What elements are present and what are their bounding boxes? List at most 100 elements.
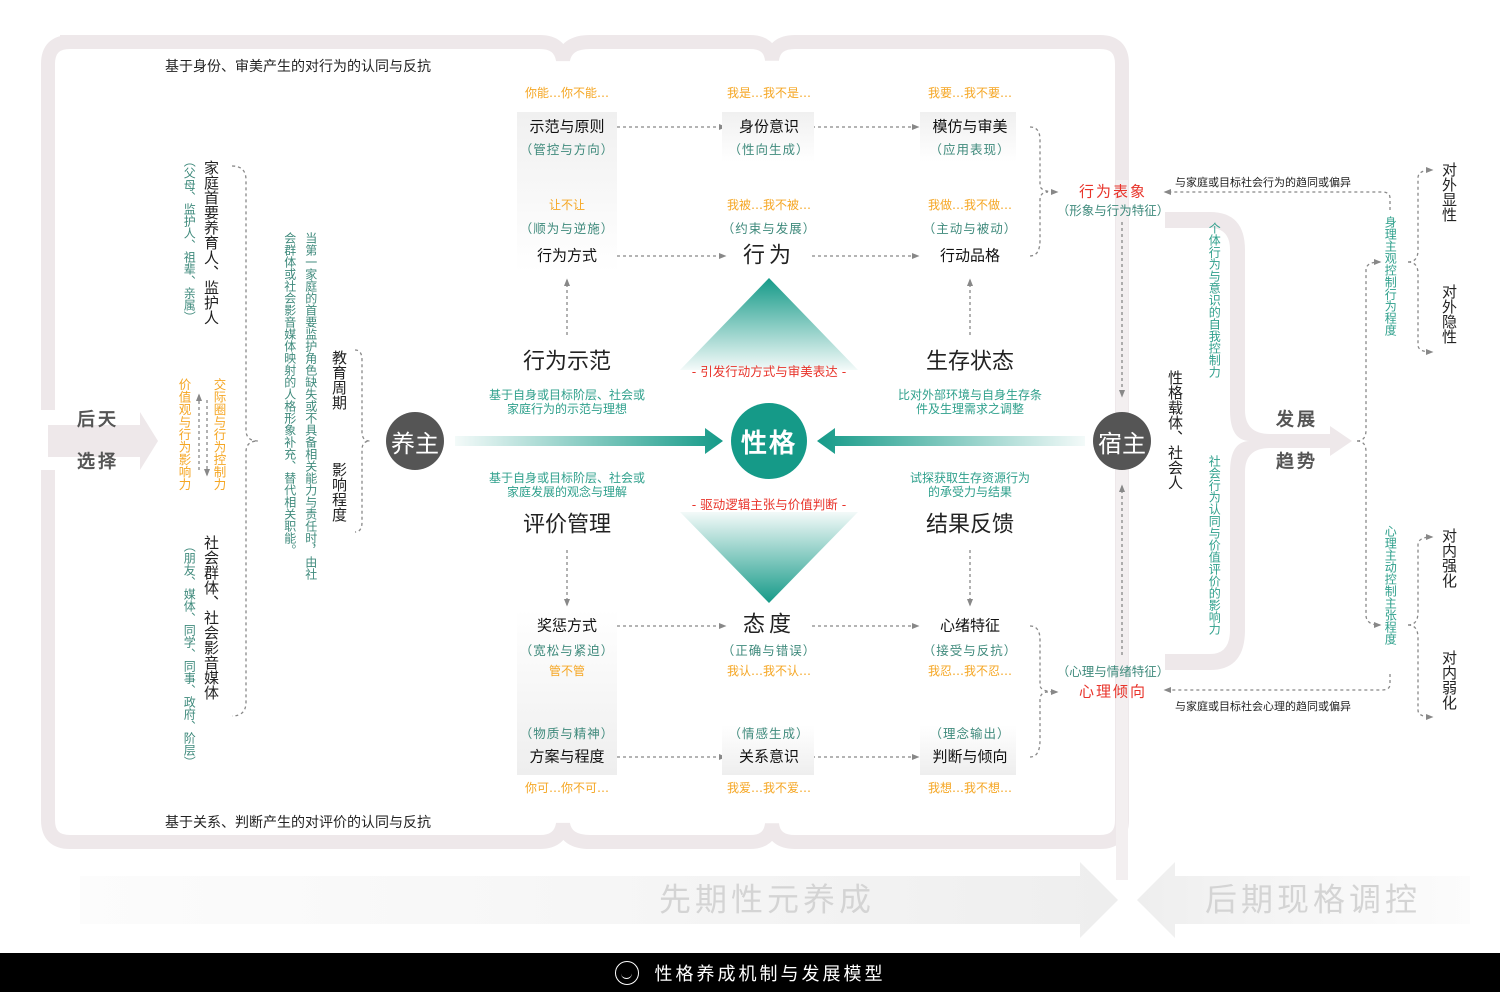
influence-degree: 影响程度 — [330, 462, 348, 522]
hint: 我忍…我不忍… — [927, 664, 1013, 679]
node-sub: （宽松与紧迫） — [519, 642, 615, 658]
node-title: 判断与倾向 — [932, 747, 1008, 766]
control-label: 交际圈与行为控制力 — [211, 378, 227, 491]
hint: 让不让 — [548, 198, 586, 213]
behavior-demo-desc: 基于自身或目标阶层、社会或家庭行为的示范与理想 — [489, 388, 646, 416]
education-cycle: 教育周期 — [330, 350, 348, 410]
psych-tendency-sub: （心理与情绪特征） — [1056, 663, 1170, 679]
node-sub: （性向生成） — [728, 141, 810, 157]
trend-label-2: 趋势 — [1276, 451, 1318, 473]
node-box-imitation — [920, 112, 1016, 162]
node-sub: （情感生成） — [728, 725, 810, 741]
hint: 我被…我不被… — [726, 198, 812, 213]
node-sub: （接受与反抗） — [922, 642, 1018, 658]
social-groups-sub: （朋友、媒体、同学、同事、政府、阶层） — [182, 540, 197, 768]
hint: 我认…我不认… — [726, 664, 812, 679]
outward-explicit: 对外显性 — [1440, 162, 1458, 222]
phase-late-arrow — [1137, 862, 1470, 938]
substitution-note-2: 会群体或社会影音媒体映射的人格形象补充、替代相关职能。 — [282, 232, 297, 556]
substitution-note-1: 当第一家庭的首要监护角色缺失或不具备相关能力与责任时，由社 — [303, 232, 318, 580]
phase-late-label: 后期现格调控 — [1204, 880, 1422, 919]
bottom-caption: 基于关系、判断产生的对评价的认同与反抗 — [165, 815, 431, 831]
behavior-appearance: 行为表象 — [1078, 182, 1148, 201]
inward-strengthen: 对内强化 — [1440, 528, 1458, 588]
host-vertical-bar — [1116, 180, 1128, 880]
node-title: 心绪特征 — [939, 616, 1001, 635]
behavior-feedback: 与家庭或目标社会行为的趋同或偏异 — [1175, 176, 1351, 189]
hint: 你能…你不能… — [524, 86, 610, 101]
node-sub: （应用表现） — [929, 141, 1011, 157]
attitude-title: 态度 — [742, 612, 796, 638]
entry-label-1: 后天 — [77, 409, 119, 431]
lower-red-note: - 驱动逻辑主张与价值判断 - — [691, 496, 847, 512]
outward-implicit: 对外隐性 — [1440, 284, 1458, 344]
upper-red-note: - 引发行动方式与审美表达 - — [691, 363, 847, 379]
node-sub: （顺为与逆施） — [519, 220, 615, 236]
behavior-demo: 行为示范 — [522, 349, 612, 375]
top-caption: 基于身份、审美产生的对行为的认同与反抗 — [165, 59, 431, 75]
family-guardian: 家庭首要养育人、监护人 — [202, 160, 220, 325]
mental-control-label: 心理主动控制主张程度 — [1383, 525, 1398, 645]
psych-feedback: 与家庭或目标社会心理的趋同或偏异 — [1175, 700, 1351, 713]
hint: 我做…我不做… — [927, 198, 1013, 213]
survival-state-desc: 比对外部环境与自身生存条件及生理需求之调整 — [897, 388, 1042, 416]
node-sub: （正确与错误） — [721, 642, 817, 658]
node-box-identity — [722, 112, 814, 162]
nurturer-node: 养主 — [386, 412, 444, 470]
node-sub: （约束与发展） — [721, 220, 817, 236]
hint: 我要…我不要… — [927, 86, 1013, 101]
node-box-relation — [722, 725, 814, 775]
hint: 我想…我不想… — [927, 781, 1013, 796]
braces — [231, 165, 371, 717]
social-groups: 社会群体、社会影音媒体 — [202, 535, 220, 700]
node-sub: （物质与精神） — [519, 725, 615, 741]
node-sub: （管控与方向） — [519, 141, 615, 157]
physio-control-label: 身理主观控制行为程度 — [1383, 216, 1398, 336]
phase-early-arrow — [80, 862, 1118, 938]
self-control-label: 个体行为与意识的自我控制力 — [1207, 222, 1222, 378]
trend-arrow — [1165, 212, 1352, 670]
footer-bar: 性格养成机制与发展模型 — [0, 953, 1500, 992]
node-sub: （理念输出） — [929, 725, 1011, 741]
node-title: 方案与程度 — [529, 747, 605, 766]
node-box-judgment — [920, 725, 1016, 775]
node-title: 身份意识 — [738, 117, 800, 136]
node-sub: （主动与被动） — [922, 220, 1018, 236]
triangle-down — [680, 512, 858, 603]
node-title: 关系意识 — [738, 747, 800, 766]
smile-logo-icon — [614, 960, 639, 985]
behavior-title: 行为 — [742, 243, 796, 269]
node-title: 奖惩方式 — [536, 616, 598, 635]
feedback-desc: 试探获取生存资源行为的承受力与结果 — [909, 471, 1030, 499]
dashed-connectors — [195, 123, 1434, 761]
node-title: 示范与原则 — [529, 117, 605, 136]
node-title: 行动品格 — [939, 246, 1001, 265]
core-personality-node: 性格 — [731, 403, 807, 479]
hint: 你可…你不可… — [524, 781, 610, 796]
survival-state: 生存状态 — [925, 349, 1015, 375]
family-guardian-sub: （父母、监护人、祖辈、亲属） — [182, 155, 197, 323]
entry-label-2: 选择 — [77, 451, 119, 473]
node-box-left-lower — [517, 610, 617, 775]
behavior-appearance-sub: （形象与行为特征） — [1056, 202, 1170, 218]
phase-early-label: 先期性元养成 — [658, 880, 876, 919]
node-title: 行为方式 — [536, 246, 598, 265]
hint: 我爱…我不爱… — [726, 781, 812, 796]
footer-title: 性格养成机制与发展模型 — [654, 963, 886, 985]
trend-label-1: 发展 — [1276, 409, 1318, 431]
entry-arrow — [48, 412, 158, 470]
hint: 管不管 — [548, 664, 586, 679]
inward-weaken: 对内弱化 — [1440, 650, 1458, 710]
evaluation-desc: 基于自身或目标阶层、社会或家庭发展的观念与理解 — [489, 471, 646, 499]
result-feedback: 结果反馈 — [925, 512, 1015, 538]
host-node: 宿主 — [1093, 412, 1151, 470]
personality-carrier: 性格载体、社会人 — [1166, 370, 1184, 490]
evaluation-management: 评价管理 — [522, 512, 612, 538]
triangle-up — [680, 278, 858, 370]
teal-arrow-left — [455, 428, 723, 454]
teal-arrow-right — [817, 428, 1085, 454]
node-title: 模仿与审美 — [932, 117, 1008, 136]
psych-tendency: 心理倾向 — [1078, 682, 1148, 701]
social-influence-label: 社会行为认同与价值评价的影响力 — [1207, 455, 1222, 635]
